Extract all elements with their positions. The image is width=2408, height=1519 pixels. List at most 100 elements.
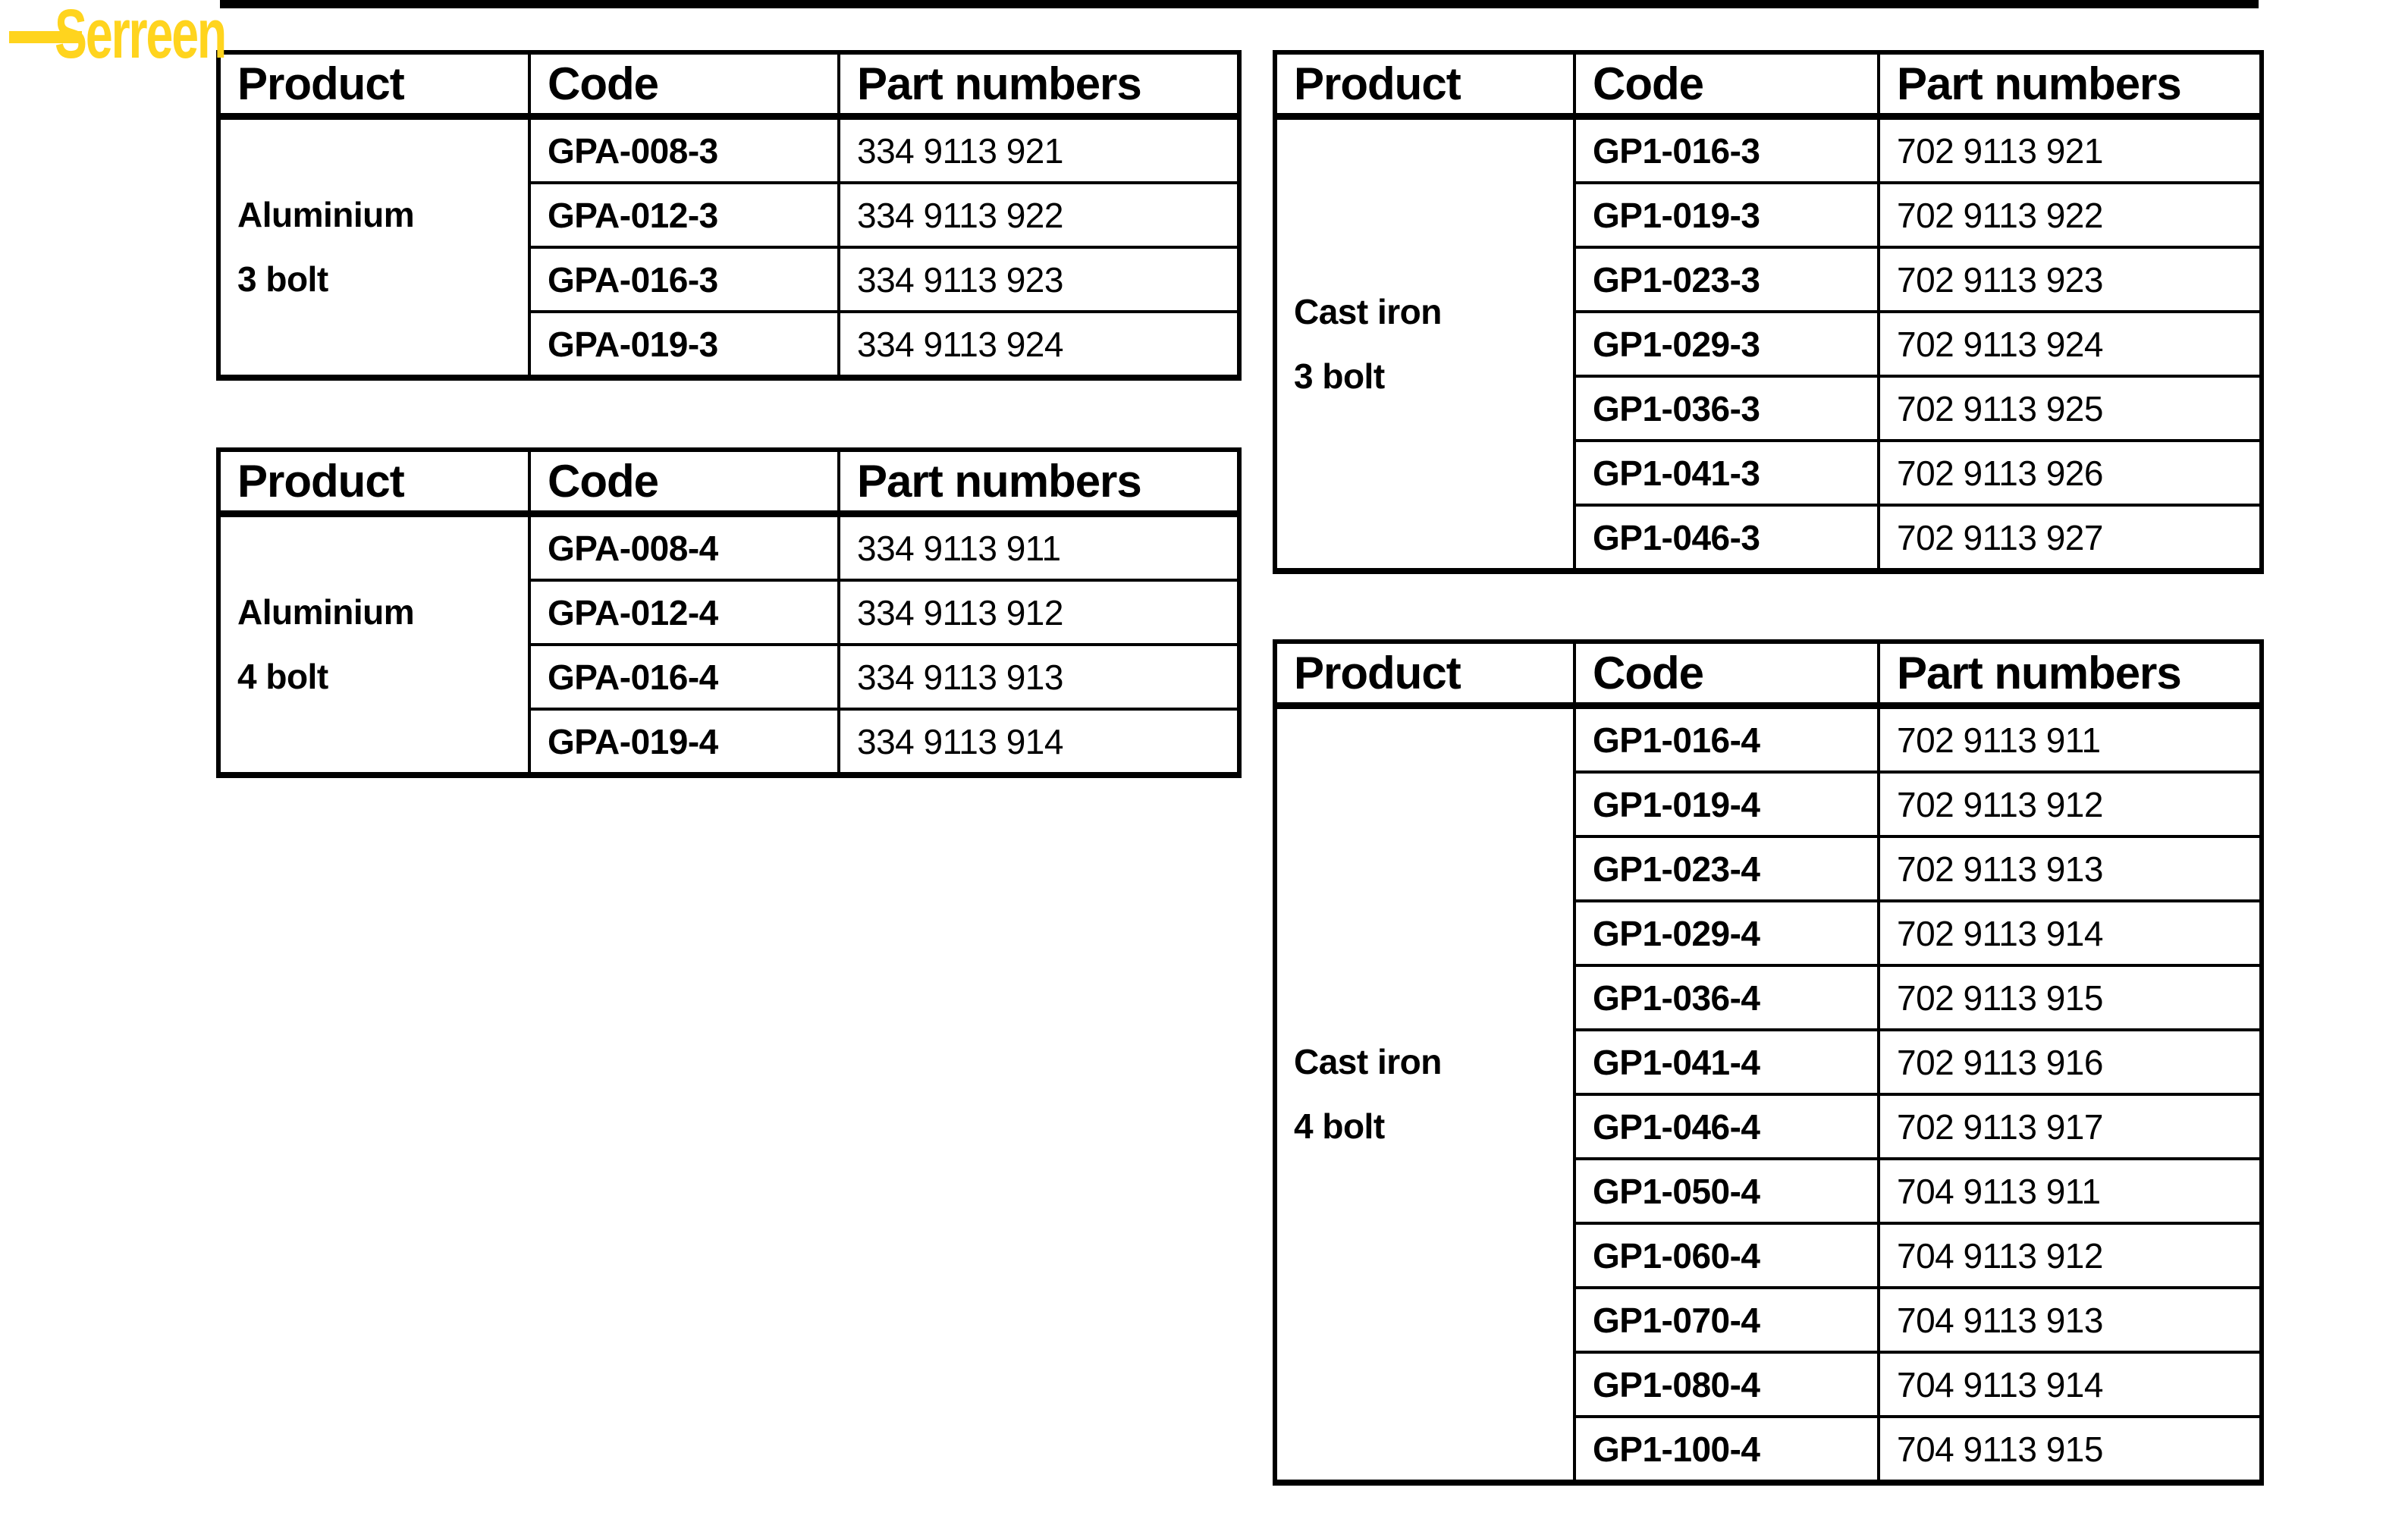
product-cell: Cast iron 4 bolt [1273,704,1576,1484]
col-header-code: Code [528,448,840,517]
col-header-product: Product [1273,640,1576,709]
col-header-part-numbers: Part numbers [837,448,1241,517]
code-cell: GP1-023-4 [1573,835,1880,902]
code-cell: GP1-046-4 [1573,1093,1880,1160]
col-header-part-numbers: Part numbers [1877,640,2263,709]
col-header-code: Code [528,51,840,120]
part-number-cell: 704 9113 913 [1877,1286,2263,1354]
code-cell: GP1-041-3 [1573,439,1880,507]
product-line: 3 bolt [237,259,328,299]
code-cell: GP1-016-3 [1573,115,1880,184]
part-number-cell: 702 9113 912 [1877,770,2263,838]
code-cell: GP1-016-4 [1573,704,1880,774]
product-cell: Cast iron 3 bolt [1273,115,1576,573]
part-number-cell: 334 9113 913 [837,643,1241,711]
part-number-cell: 702 9113 925 [1877,375,2263,442]
code-cell: GP1-029-4 [1573,899,1880,967]
part-number-cell: 334 9113 911 [837,512,1241,582]
code-cell: GP1-070-4 [1573,1286,1880,1354]
part-number-cell: 702 9113 923 [1877,246,2263,313]
part-number-cell: 702 9113 913 [1877,835,2263,902]
product-line: Cast iron [1294,291,1442,331]
product-line: 4 bolt [1294,1106,1385,1146]
brand-logo: Serreen [9,0,267,71]
code-cell: GPA-012-3 [528,181,840,249]
code-cell: GPA-012-4 [528,579,840,646]
code-cell: GP1-100-4 [1573,1415,1880,1484]
product-line: 3 bolt [1294,356,1385,396]
product-cell: Aluminium 3 bolt [217,115,531,379]
code-cell: GP1-019-3 [1573,181,1880,249]
top-rule [220,0,2259,8]
part-number-cell: 702 9113 917 [1877,1093,2263,1160]
code-cell: GP1-036-3 [1573,375,1880,442]
code-cell: GP1-041-4 [1573,1028,1880,1096]
part-number-cell: 702 9113 914 [1877,899,2263,967]
part-number-cell: 334 9113 924 [837,310,1241,379]
part-number-cell: 702 9113 924 [1877,310,2263,378]
part-number-cell: 704 9113 911 [1877,1157,2263,1225]
product-line: Aluminium [237,592,415,632]
code-cell: GPA-016-3 [528,246,840,313]
product-line: Aluminium [237,195,415,234]
part-number-cell: 334 9113 922 [837,181,1241,249]
logo-wordmark: Serreen [55,0,227,73]
logo-dash [9,31,82,43]
part-number-cell: 702 9113 915 [1877,964,2263,1031]
code-cell: GPA-008-3 [528,115,840,184]
product-line: 4 bolt [237,657,328,696]
product-line: Cast iron [1294,1042,1442,1081]
part-number-cell: 334 9113 921 [837,115,1241,184]
code-cell: GP1-080-4 [1573,1351,1880,1418]
col-header-part-numbers: Part numbers [837,51,1241,120]
part-number-cell: 334 9113 923 [837,246,1241,313]
part-number-cell: 334 9113 912 [837,579,1241,646]
code-cell: GP1-060-4 [1573,1222,1880,1289]
part-number-cell: 704 9113 914 [1877,1351,2263,1418]
part-number-cell: 334 9113 914 [837,708,1241,777]
code-cell: GP1-036-4 [1573,964,1880,1031]
col-header-product: Product [1273,51,1576,120]
col-header-product: Product [217,51,531,120]
code-cell: GP1-019-4 [1573,770,1880,838]
part-number-cell: 702 9113 927 [1877,504,2263,573]
part-number-cell: 702 9113 916 [1877,1028,2263,1096]
code-cell: GPA-008-4 [528,512,840,582]
part-number-cell: 702 9113 926 [1877,439,2263,507]
code-cell: GPA-019-4 [528,708,840,777]
product-cell: Aluminium 4 bolt [217,512,531,777]
part-number-cell: 704 9113 915 [1877,1415,2263,1484]
